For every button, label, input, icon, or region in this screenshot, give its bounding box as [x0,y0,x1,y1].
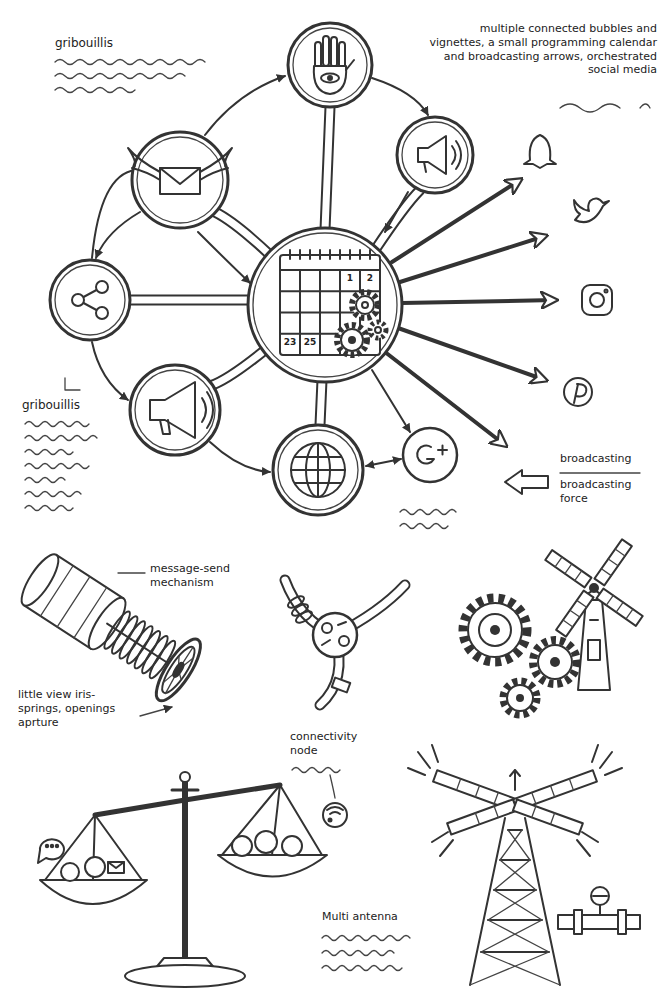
calendar-date: 2 [360,273,380,284]
scribble-note: gribouillis [55,36,175,51]
calendar [280,250,380,355]
social-icons [505,135,612,494]
bubble-arrows [92,76,428,472]
calendar-date: 23 [280,337,300,348]
connectivity-node [285,580,405,705]
balance-scale [38,772,347,987]
callout-label: little view iris-springs, openings aprtu… [18,688,136,729]
callout-label: message-send mechanism [150,562,265,590]
calendar-date: 1 [340,273,360,284]
scribble-note: gribouillis [22,398,112,413]
bubble-icons [72,36,461,497]
description-note: multiple connected bubbles and vignettes… [425,22,657,77]
broadcast-arrows [385,180,555,445]
calendar-date: 25 [300,337,320,348]
scribble-lines [25,60,650,971]
gears-windmill [463,539,643,715]
callout-label: Multi antenna [322,910,427,924]
callout-label: connectivity node [290,730,380,758]
callout-label: broadcasting force [560,478,660,506]
calendar-gears [337,292,386,355]
antenna-tower [408,745,640,985]
callout-label: broadcasting [560,452,660,466]
hub-bubbles [50,23,473,515]
